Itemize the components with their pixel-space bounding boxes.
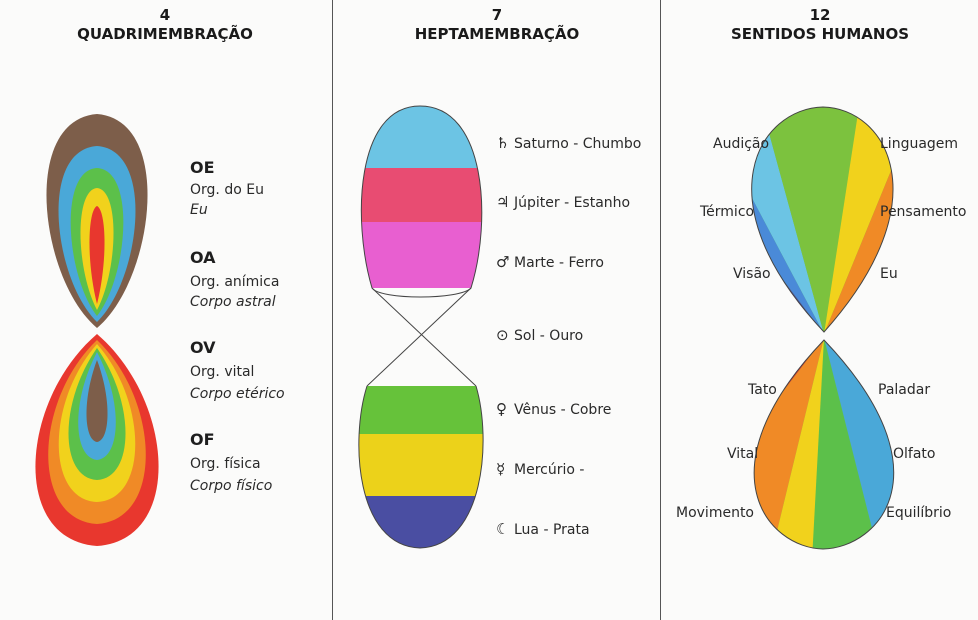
- sense-visao: Visão: [733, 266, 771, 282]
- band-saturno: [361, 106, 482, 170]
- hepta-label-mercurio: ☿ Mercúrio -: [496, 460, 584, 478]
- panel-divider: [332, 0, 333, 620]
- hepta-label-text: Vênus - Cobre: [514, 402, 612, 418]
- hepta-label-sol: ⊙ Sol - Ouro: [496, 326, 583, 344]
- senses-lower-drop: [754, 340, 894, 549]
- panel-header-senses: 12 SENTIDOS HUMANOS: [715, 6, 925, 44]
- quadri-code-ov: OV: [190, 338, 216, 357]
- hepta-label-text: Júpiter - Estanho: [514, 195, 631, 211]
- sense-pensamento: Pensamento: [880, 204, 967, 220]
- hepta-label-marte: ♂Marte - Ferro: [496, 253, 604, 271]
- sector-movimento: [754, 340, 824, 549]
- quadri-org-ov: Org. vital: [190, 364, 255, 380]
- jupiter-symbol-icon: ♃: [496, 193, 510, 211]
- hepta-label-text: Saturno - Chumbo: [514, 136, 642, 152]
- sense-audicao: Audição: [713, 136, 770, 152]
- sense-linguagem: Linguagem: [880, 136, 959, 152]
- quadri-org-oe: Org. do Eu: [190, 182, 264, 198]
- hepta-label-saturno: ♄Saturno - Chumbo: [496, 134, 641, 152]
- upper-layer-red: [89, 206, 105, 304]
- quadri-lower-drop: [35, 334, 159, 546]
- mars-symbol-icon: ♂: [496, 253, 510, 271]
- panel-title: HEPTAMEMBRAÇÃO: [414, 25, 580, 43]
- quadri-org-of: Org. física: [190, 456, 261, 472]
- hepta-upper-outline: [360, 105, 483, 298]
- panel-divider: [660, 0, 661, 620]
- saturn-symbol-icon: ♄: [496, 134, 510, 152]
- hepta-label-text: Marte - Ferro: [514, 255, 604, 271]
- sense-termico: Térmico: [700, 204, 755, 220]
- hepta-label-venus: ♀ Vênus - Cobre: [496, 400, 611, 418]
- quadri-org-oa: Org. anímica: [190, 274, 280, 290]
- quadri-body-oe: Eu: [190, 202, 208, 218]
- hepta-label-text: Mercúrio -: [514, 462, 585, 478]
- panel-header-quadri: 4 QUADRIMEMBRAÇÃO: [60, 6, 270, 44]
- quadri-code-of: OF: [190, 430, 215, 449]
- panel-title: QUADRIMEMBRAÇÃO: [77, 25, 253, 43]
- quadri-body-of: Corpo físico: [190, 478, 273, 494]
- hepta-x-line: [366, 287, 477, 387]
- sector-yellow: [770, 340, 824, 549]
- band-lua: [358, 496, 484, 548]
- quadri-code-oe: OE: [190, 158, 215, 177]
- sector-green-center: [760, 107, 860, 332]
- panel-number: 4: [159, 6, 171, 24]
- hepta-upper-oval: [361, 106, 482, 288]
- panel-number: 12: [809, 6, 831, 24]
- sense-tato: Tato: [748, 382, 777, 398]
- senses-upper-outline: [751, 106, 894, 333]
- hepta-label-text: Sol - Ouro: [514, 328, 584, 344]
- hepta-label-lua: ☾Lua - Prata: [496, 520, 590, 538]
- quadri-body-oa: Corpo astral: [190, 294, 276, 310]
- lower-layer-brown: [86, 360, 108, 442]
- hepta-lower-outline: [358, 385, 484, 549]
- quadri-code-oa: OA: [190, 248, 216, 267]
- quadri-body-ov: Corpo etérico: [190, 386, 285, 402]
- sense-paladar: Paladar: [878, 382, 931, 398]
- sense-vital: Vital: [727, 446, 759, 462]
- sector-termico: [751, 107, 824, 332]
- sense-equilibrio: Equilíbrio: [886, 505, 952, 521]
- mercury-symbol-icon: ☿: [496, 460, 506, 478]
- sense-eu: Eu: [880, 266, 898, 282]
- quadri-upper-drop: [46, 114, 148, 328]
- venus-symbol-icon: ♀: [496, 400, 507, 418]
- senses-lower-outline: [753, 339, 895, 550]
- band-jupiter: [361, 168, 482, 224]
- band-mercurio: [358, 434, 484, 498]
- sun-symbol-icon: ⊙: [496, 326, 509, 344]
- panel-header-hepta: 7 HEPTAMEMBRAÇÃO: [392, 6, 602, 44]
- hepta-label-text: Lua - Prata: [514, 522, 590, 538]
- hepta-label-jupiter: ♃Júpiter - Estanho: [496, 193, 630, 211]
- panel-title: SENTIDOS HUMANOS: [730, 25, 910, 43]
- moon-symbol-icon: ☾: [496, 520, 510, 538]
- band-marte: [361, 222, 482, 288]
- sense-movimento: Movimento: [676, 505, 754, 521]
- sense-olfato: Olfato: [893, 446, 936, 462]
- band-venus: [358, 386, 484, 436]
- panel-number: 7: [491, 6, 503, 24]
